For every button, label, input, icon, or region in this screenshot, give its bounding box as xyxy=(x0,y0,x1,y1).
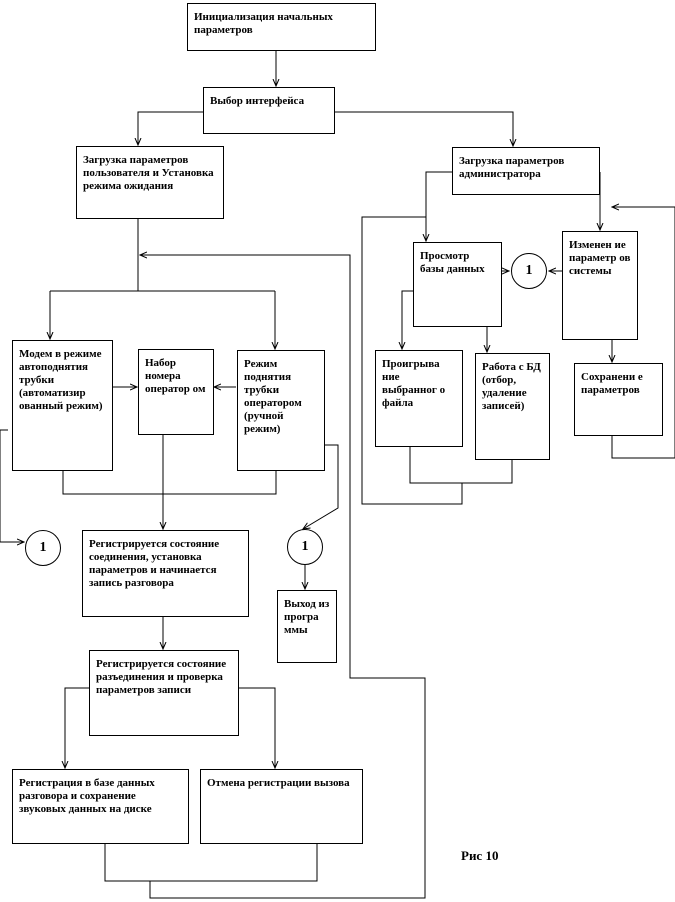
block-modem: Модем в режиме автоподнятия трубки (авто… xyxy=(12,340,113,471)
block-change-params: Изменен ие параметр ов системы xyxy=(562,231,638,340)
block-exit: Выход из програ ммы xyxy=(277,590,337,663)
block-dial: Набор номера оператор ом xyxy=(138,349,214,435)
edge-interface-admin xyxy=(335,111,513,146)
edge-admin-loop-view xyxy=(361,216,463,505)
block-choose-interface: Выбор интерфейса xyxy=(203,87,335,134)
connector-center: 1 xyxy=(287,529,323,565)
edge-view-play xyxy=(402,290,413,349)
edge-disconnect-db xyxy=(65,687,89,768)
block-view-db: Просмотр базы данных xyxy=(413,242,502,327)
edge-admin-view xyxy=(426,171,452,241)
edge-interface-user xyxy=(138,111,203,145)
block-play: Проигрыва ние выбранног о файла xyxy=(375,350,463,447)
edge-loop-return xyxy=(140,255,426,899)
block-manual: Режим поднятия трубки оператором (ручной… xyxy=(237,350,325,471)
edge-play-dbwork-join xyxy=(409,447,513,484)
edge-modem-connector xyxy=(0,429,24,542)
edge-db-cancel-join xyxy=(104,844,318,882)
edge-manual-connector xyxy=(303,444,339,529)
edge-modem-manual-join xyxy=(62,471,277,495)
edge-disconnect-cancel xyxy=(239,687,275,768)
block-register-db: Регистрация в базе данных разговора и со… xyxy=(12,769,189,844)
block-load-user: Загрузка параметров пользователя и Устан… xyxy=(76,146,224,219)
block-register-disconnect: Регистрируется состояние разъединения и … xyxy=(89,650,239,736)
edge-admin-loop-change xyxy=(612,207,675,459)
block-load-admin: Загрузка параметров администратора xyxy=(452,147,600,195)
block-register-state: Регистрируется состояние соединения, уст… xyxy=(82,530,249,617)
block-cancel: Отмена регистрации вызова xyxy=(200,769,363,844)
block-db-work: Работа с БД (отбор, удаление записей) xyxy=(475,353,550,460)
connector-admin: 1 xyxy=(511,253,547,289)
connector-left: 1 xyxy=(25,530,61,566)
figure-caption: Рис 10 xyxy=(461,848,499,863)
block-save-params: Сохранени е параметров xyxy=(574,363,663,436)
block-init: Инициализация начальных параметров xyxy=(187,3,376,51)
